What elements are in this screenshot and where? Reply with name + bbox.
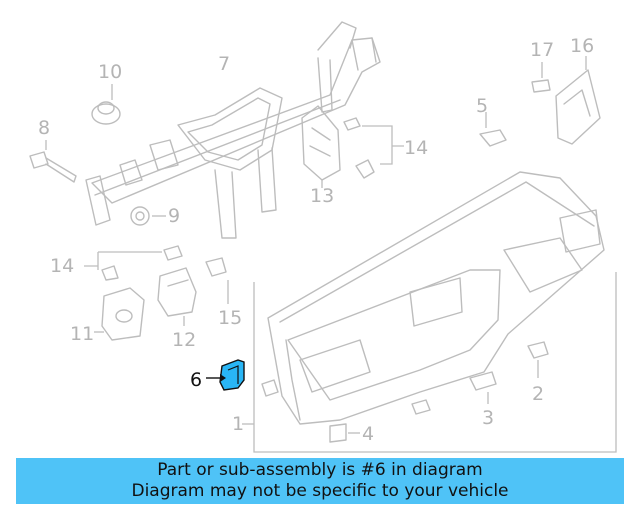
banner-line-1: Part or sub-assembly is #6 in diagram	[157, 460, 483, 480]
clip-part-3	[469, 371, 497, 404]
side-panel-part-16	[555, 56, 601, 145]
callout-6[interactable]: 6	[190, 369, 202, 391]
callout-16: 16	[570, 35, 594, 57]
clip-part-5	[479, 112, 507, 147]
callout-1: 1	[232, 413, 244, 435]
banner-line-2: Diagram may not be specific to your vehi…	[131, 481, 509, 501]
callout-17: 17	[530, 39, 554, 61]
callout-10: 10	[98, 61, 122, 83]
callout-2: 2	[532, 383, 544, 405]
callout-5: 5	[476, 95, 488, 117]
clip-part-4	[329, 423, 360, 443]
callout-15: 15	[218, 307, 242, 329]
clip-part-2	[527, 341, 549, 378]
nut-part-9	[130, 206, 166, 226]
callout-9: 9	[168, 205, 180, 227]
clip-part-17	[531, 62, 551, 93]
clip-part-15	[205, 257, 229, 304]
cross-car-beam-part	[85, 21, 381, 239]
callout-7: 7	[218, 53, 230, 75]
screws-part-14-upper	[343, 117, 404, 179]
grommet-part-10	[91, 84, 121, 125]
callout-4: 4	[362, 423, 374, 445]
bracket-part-13	[301, 105, 341, 188]
clip-part-6-highlighted[interactable]	[206, 359, 245, 391]
instrument-panel-part-1	[242, 171, 617, 453]
callout-12: 12	[172, 329, 196, 351]
bolt-part-8	[29, 140, 77, 183]
callout-13: 13	[310, 185, 334, 207]
callout-14-lower: 14	[50, 255, 74, 277]
callout-8: 8	[38, 117, 50, 139]
mount-part-11	[94, 287, 145, 341]
callout-3: 3	[482, 407, 494, 429]
clip-small-parts	[261, 379, 431, 415]
callout-14-upper: 14	[404, 137, 428, 159]
screws-part-14-lower	[84, 245, 183, 281]
callout-11: 11	[70, 323, 94, 345]
info-banner: Part or sub-assembly is #6 in diagram Di…	[16, 458, 624, 504]
bracket-part-12	[157, 267, 197, 326]
